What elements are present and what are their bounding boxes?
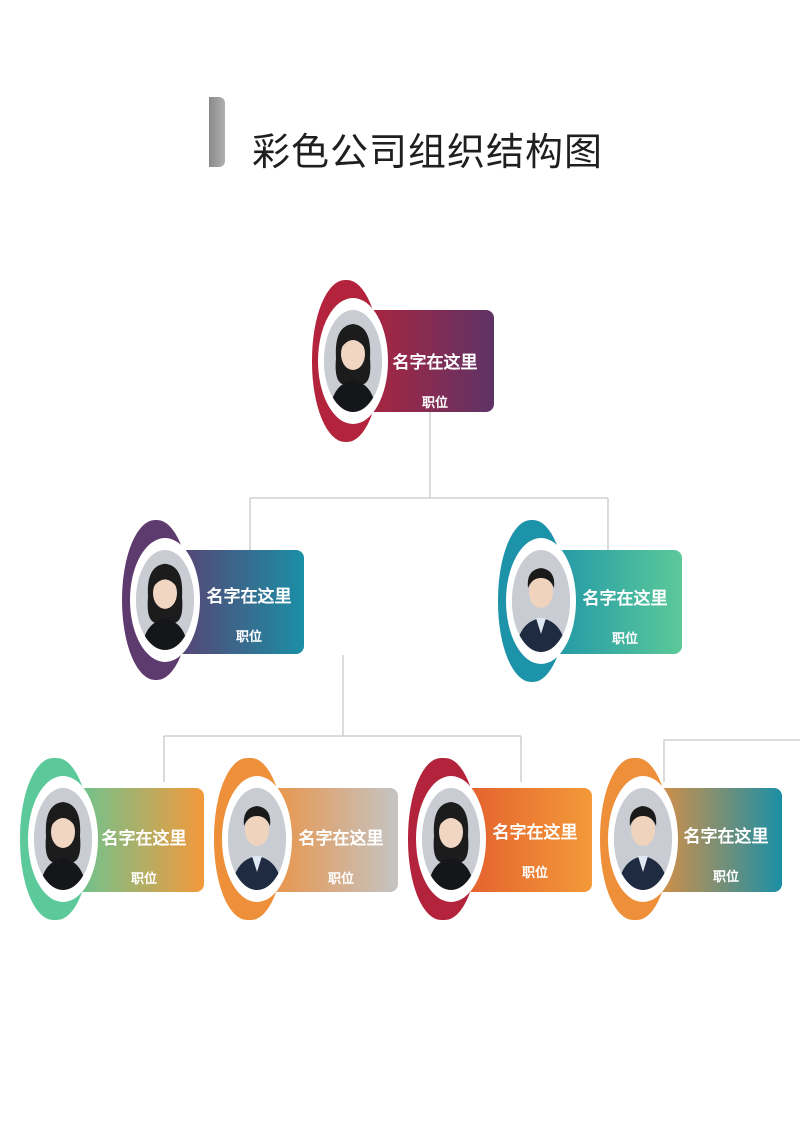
node-role: 职位: [327, 872, 354, 887]
node-name: 名字在这里: [392, 353, 478, 373]
avatar-male-icon: [614, 788, 672, 890]
avatar-female-icon: [34, 788, 92, 890]
avatar-female-icon: [136, 550, 194, 650]
node-name: 名字在这里: [298, 829, 384, 849]
connector-l2left-to-l3: [163, 655, 522, 782]
node-role: 职位: [611, 632, 638, 647]
node-name: 名字在这里: [582, 589, 668, 609]
title-accent-bar: [209, 97, 225, 167]
avatar-male-icon: [228, 788, 286, 890]
avatar-female-icon: [324, 310, 382, 412]
node-role: 职位: [712, 870, 739, 885]
connector-ceo-to-l2: [249, 412, 609, 552]
page-title: 彩色公司组织结构图: [252, 130, 604, 174]
node-role: 职位: [130, 872, 157, 887]
node-name: 名字在这里: [101, 829, 187, 849]
connector-l3-4-branch: [663, 739, 800, 782]
node-name: 名字在这里: [206, 587, 292, 607]
node-role: 职位: [421, 396, 448, 411]
avatar-female-icon: [422, 788, 480, 890]
node-role: 职位: [235, 630, 262, 645]
avatar-male-icon: [512, 550, 570, 652]
node-role: 职位: [521, 866, 548, 881]
node-name: 名字在这里: [683, 827, 769, 847]
node-name: 名字在这里: [492, 823, 578, 843]
